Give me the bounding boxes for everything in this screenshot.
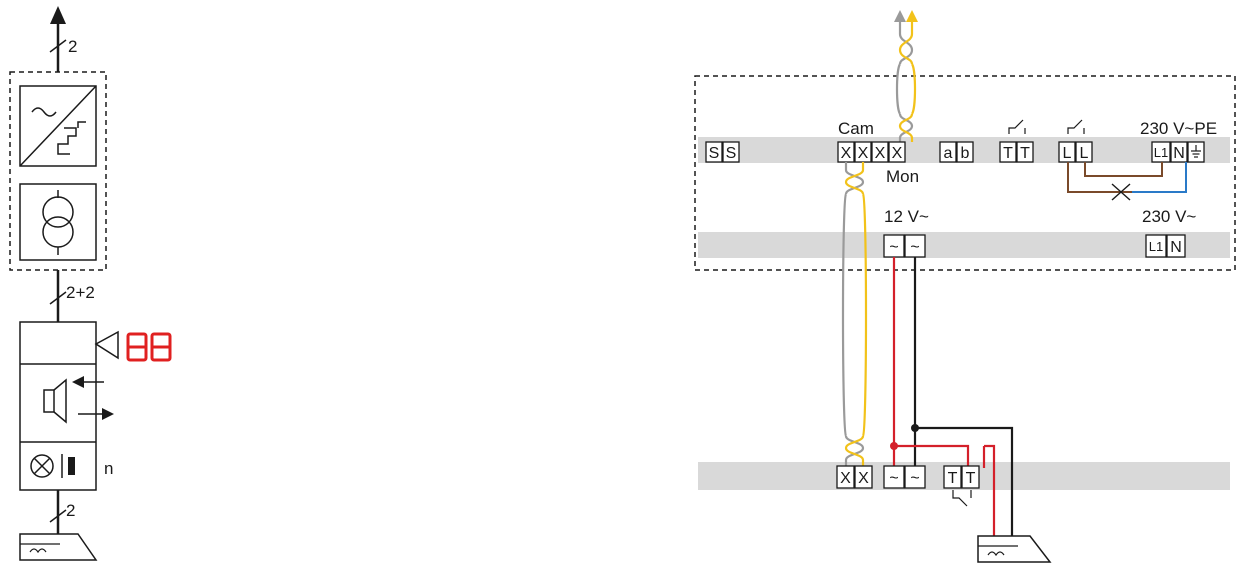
- camera-cable: [841, 162, 868, 468]
- terminal-a-label: a: [944, 145, 953, 162]
- terminal-mains-n[interactable]: N: [1166, 234, 1186, 258]
- converter-icon: [19, 85, 97, 167]
- digit-display: [126, 332, 172, 362]
- terminal-tilde2-mid-label: ~: [910, 239, 919, 256]
- terminal-b[interactable]: b: [956, 141, 974, 163]
- terminal-power-l1[interactable]: L1: [1151, 141, 1171, 163]
- arrow-up-gray-icon: [894, 10, 906, 22]
- enclosure-box: [694, 75, 1236, 271]
- terminal-tilde1-bottom-label: ~: [889, 470, 898, 487]
- terminal-x2[interactable]: X: [854, 141, 872, 163]
- junction-red: [890, 442, 898, 450]
- terminal-x2-bottom-label: X: [858, 470, 869, 487]
- terminal-s2[interactable]: S: [722, 141, 740, 163]
- terminal-t1-bottom-label: T: [948, 470, 958, 487]
- top-terminals: S S X X X X: [705, 119, 1205, 163]
- bus-mid-count: 2+2: [66, 283, 95, 302]
- bus-tick-bottom: [49, 509, 67, 523]
- terminal-power-n[interactable]: N: [1170, 141, 1188, 163]
- mains-label: 230 V~: [1142, 207, 1196, 226]
- terminal-b-label: b: [961, 145, 970, 162]
- arrow-up-yellow-icon: [906, 10, 918, 22]
- bus-cable-top: [894, 10, 918, 142]
- terminal-l2-relay-label: L: [1080, 145, 1089, 162]
- terminal-mains-l1-label: L1: [1149, 239, 1163, 254]
- transformer-icon: [19, 183, 97, 261]
- terminal-tilde2-bottom-label: ~: [910, 470, 919, 487]
- terminal-l1-relay-label: L: [1063, 145, 1072, 162]
- terminal-tilde1-bottom[interactable]: ~: [883, 465, 905, 489]
- switch-t-icon: [1008, 119, 1026, 134]
- terminal-t1-top-label: T: [1003, 145, 1013, 162]
- terminal-tilde2-bottom[interactable]: ~: [904, 465, 926, 489]
- lamp-icon: [30, 454, 54, 478]
- terminal-l1-relay[interactable]: L: [1058, 141, 1076, 163]
- terminal-mains-l1[interactable]: L1: [1145, 234, 1167, 258]
- terminal-x3-label: X: [875, 145, 886, 162]
- terminal-x3[interactable]: X: [871, 141, 889, 163]
- terminal-tilde1-mid[interactable]: ~: [883, 234, 905, 258]
- left-block-diagram: 2 2+2: [9, 6, 172, 561]
- terminal-x4-label: X: [892, 145, 903, 162]
- button-label: n: [104, 459, 113, 478]
- terminal-s1-label: S: [709, 145, 720, 162]
- bell-push-right-icon: [977, 535, 1052, 563]
- cam-label: Cam: [838, 119, 874, 138]
- terminal-t1-top[interactable]: T: [999, 141, 1017, 163]
- mon-label: Mon: [886, 167, 919, 186]
- terminal-t2-bottom-label: T: [966, 470, 976, 487]
- terminal-x1[interactable]: X: [837, 141, 855, 163]
- terminal-tilde2-mid[interactable]: ~: [904, 234, 926, 258]
- switch-l-icon: [1067, 119, 1085, 134]
- terminal-x1-bottom[interactable]: X: [836, 465, 855, 489]
- terminal-t2-top-label: T: [1020, 145, 1030, 162]
- bus-bottom-count: 2: [66, 501, 75, 520]
- ground-icon: [1191, 145, 1201, 158]
- arrow-up-icon: [50, 6, 66, 24]
- supply-wires: [892, 257, 1014, 536]
- bus-top-count: 2: [68, 37, 77, 56]
- bell-push-icon: [19, 533, 98, 561]
- terminal-tilde1-mid-label: ~: [889, 239, 898, 256]
- right-wiring-diagram: S S X X X X: [694, 10, 1236, 563]
- bus-tick-top: [49, 39, 67, 53]
- camera-icon: [94, 330, 119, 360]
- terminal-mains-n-label: N: [1170, 239, 1182, 256]
- terminal-power-l1-label: L1: [1154, 145, 1168, 160]
- terminal-x1-bottom-label: X: [840, 470, 851, 487]
- terminal-x4[interactable]: X: [888, 141, 906, 163]
- terminal-x2-label: X: [858, 145, 869, 162]
- terminal-t2-bottom[interactable]: T: [961, 465, 980, 489]
- terminal-t1-bottom[interactable]: T: [943, 465, 962, 489]
- junction-black: [911, 424, 919, 432]
- supply-label: 12 V~: [884, 207, 929, 226]
- terminal-x1-label: X: [841, 145, 852, 162]
- button-icon: [68, 457, 75, 475]
- bottom-terminals: X X ~ ~ T T: [836, 465, 980, 507]
- relay-bridge-wires: [1067, 162, 1187, 201]
- speaker-icon: [43, 378, 67, 424]
- terminal-l2-relay[interactable]: L: [1075, 141, 1093, 163]
- bus-tick-mid: [49, 291, 67, 305]
- switch-t-bottom-icon: [952, 490, 972, 507]
- door-station: [19, 321, 119, 491]
- power-label: 230 V~PE: [1140, 119, 1217, 138]
- terminal-power-pe[interactable]: [1187, 141, 1205, 163]
- terminal-t2-top[interactable]: T: [1016, 141, 1034, 163]
- terminal-power-n-label: N: [1173, 145, 1185, 162]
- mid-din-rail: [698, 232, 1230, 258]
- terminal-s1[interactable]: S: [705, 141, 723, 163]
- terminal-a[interactable]: a: [939, 141, 957, 163]
- terminal-x2-bottom[interactable]: X: [854, 465, 873, 489]
- terminal-s2-label: S: [726, 145, 737, 162]
